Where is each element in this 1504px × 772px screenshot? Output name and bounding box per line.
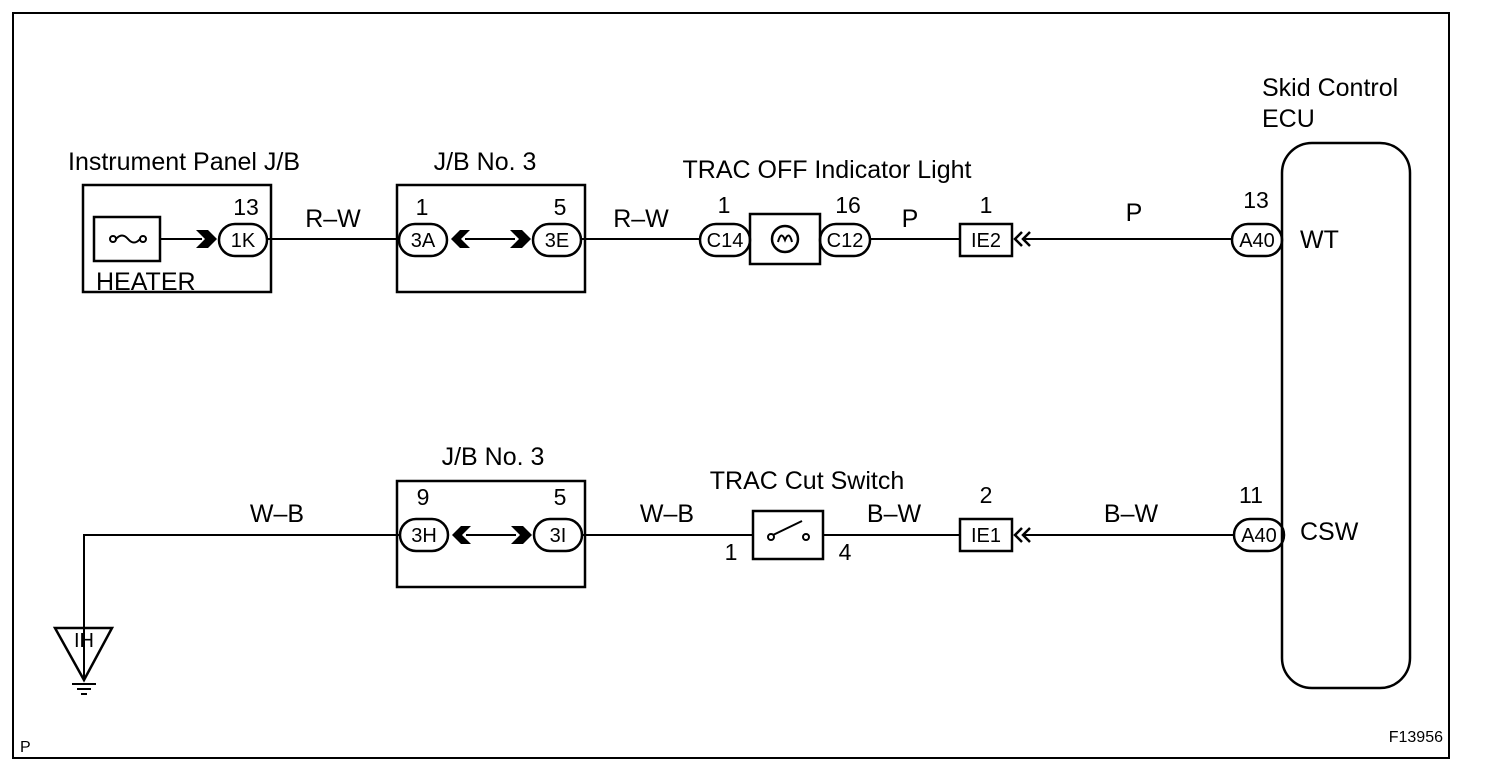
wire-label-p-1: P bbox=[902, 205, 919, 233]
female-terminal-icon bbox=[451, 230, 470, 248]
instrument-panel-jb-label: Instrument Panel J/B bbox=[68, 148, 300, 176]
connector-a40-bottom bbox=[1232, 517, 1286, 553]
connector-3a bbox=[397, 222, 449, 258]
jb3-bottom-label: J/B No. 3 bbox=[442, 443, 545, 471]
ecu-box bbox=[1280, 141, 1412, 690]
pin-a40-bottom: 11 bbox=[1239, 482, 1263, 508]
ground-ih-label: IH bbox=[74, 630, 94, 652]
ground-icon bbox=[52, 626, 115, 695]
pin-1k: 13 bbox=[233, 194, 259, 220]
connector-ie2-label: IE2 bbox=[971, 230, 1001, 252]
connector-3a-label: 3A bbox=[411, 230, 436, 252]
wire-label-b-w-1: B–W bbox=[867, 500, 922, 528]
heater-fuse-label: HEATER bbox=[96, 268, 196, 296]
cut-switch-label: TRAC Cut Switch bbox=[710, 467, 904, 495]
pin-3i: 5 bbox=[554, 484, 567, 510]
female-terminal-icon bbox=[452, 526, 471, 544]
wire-w-b-1 bbox=[83, 534, 400, 680]
pin-c14: 1 bbox=[718, 192, 731, 218]
pin-3e: 5 bbox=[554, 194, 567, 220]
wire-label-r-w-1: R–W bbox=[305, 205, 361, 233]
indicator-light-label: TRAC OFF Indicator Light bbox=[683, 156, 972, 184]
connector-3e-label: 3E bbox=[545, 230, 569, 252]
pin-switch-out: 4 bbox=[839, 539, 852, 565]
fuse-icon bbox=[92, 215, 162, 263]
connector-a40-bottom-label: A40 bbox=[1241, 525, 1277, 547]
jb3-top-label: J/B No. 3 bbox=[434, 148, 537, 176]
ecu-label-line1: Skid Control bbox=[1262, 74, 1398, 102]
male-terminal-icon bbox=[510, 230, 531, 248]
wire-label-w-b-1: W–B bbox=[250, 500, 304, 528]
connector-ie2 bbox=[958, 222, 1014, 258]
terminal-csw: CSW bbox=[1300, 518, 1359, 546]
diagram-frame bbox=[12, 12, 1450, 759]
pin-3h: 9 bbox=[417, 484, 430, 510]
connector-1k-label: 1K bbox=[231, 230, 256, 252]
cut-switch-box bbox=[751, 509, 825, 561]
chevron-left-icon bbox=[1013, 231, 1031, 247]
pin-a40-top: 13 bbox=[1243, 187, 1269, 213]
wire-label-r-w-2: R–W bbox=[613, 205, 669, 233]
bulb-icon bbox=[770, 224, 800, 254]
connector-c14-label: C14 bbox=[707, 230, 744, 252]
chevron-left-icon bbox=[1013, 527, 1031, 543]
pin-ie2: 1 bbox=[980, 192, 993, 218]
connector-3h bbox=[398, 517, 450, 553]
switch-icon bbox=[767, 520, 810, 541]
male-terminal-icon bbox=[511, 526, 532, 544]
connector-ie1 bbox=[958, 517, 1014, 553]
footer-code: P bbox=[20, 739, 31, 756]
ecu-label-line2: ECU bbox=[1262, 105, 1315, 133]
connector-c12-label: C12 bbox=[827, 230, 864, 252]
connector-3h-label: 3H bbox=[411, 525, 437, 547]
pin-c12: 16 bbox=[835, 192, 861, 218]
male-terminal-icon bbox=[196, 230, 217, 248]
figure-id: F13956 bbox=[1389, 729, 1443, 746]
connector-a40-top-label: A40 bbox=[1239, 230, 1275, 252]
connector-3i-label: 3I bbox=[550, 525, 567, 547]
wire-label-w-b-2: W–B bbox=[640, 500, 694, 528]
connector-ie1-label: IE1 bbox=[971, 525, 1001, 547]
pin-3a: 1 bbox=[416, 194, 429, 220]
wire-label-b-w-2: B–W bbox=[1104, 500, 1159, 528]
terminal-wt: WT bbox=[1300, 226, 1339, 254]
pin-switch-in: 1 bbox=[725, 539, 738, 565]
pin-ie1: 2 bbox=[980, 482, 993, 508]
wire-label-p-2: P bbox=[1126, 199, 1143, 227]
